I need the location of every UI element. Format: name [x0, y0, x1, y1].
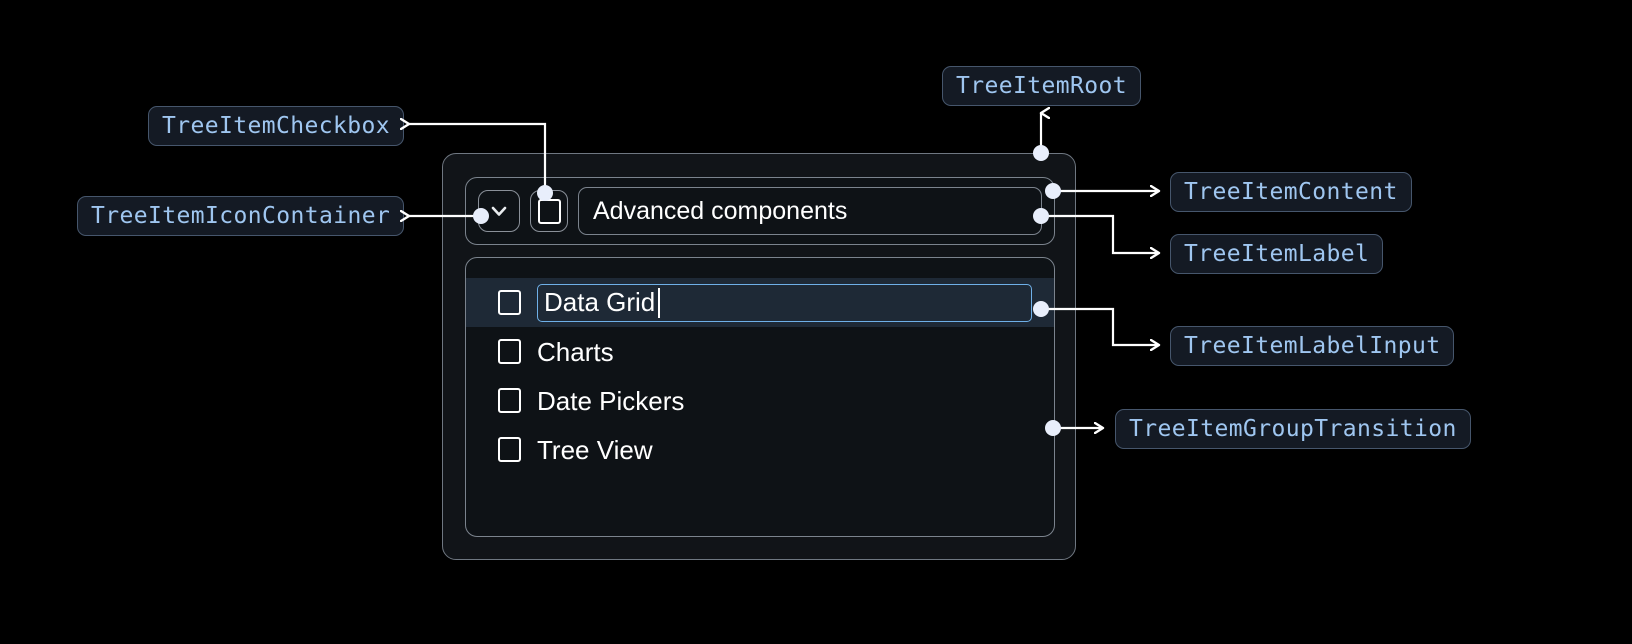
tree-item-checkbox[interactable] — [530, 190, 568, 232]
tree-item-label-input-value: Data Grid — [544, 287, 656, 317]
tree-item-row-charts[interactable]: Charts — [466, 327, 1054, 376]
tree-item-label[interactable]: Advanced components — [578, 187, 1042, 235]
chevron-down-icon — [486, 198, 512, 224]
annotation-tag-tree-item-label-input: TreeItemLabelInput — [1170, 326, 1455, 366]
tree-item-icon-container[interactable] — [478, 190, 520, 232]
checkbox-box-icon — [537, 198, 561, 224]
checkbox-box-icon[interactable] — [498, 290, 521, 315]
annotation-tag-tree-item-checkbox: TreeItemCheckbox — [148, 106, 404, 146]
checkbox-box-icon[interactable] — [498, 339, 521, 364]
tree-item-label-text: Charts — [537, 336, 614, 367]
annotation-tag-tree-item-label: TreeItemLabel — [1170, 234, 1384, 274]
annotation-label: TreeItemCheckbox — [162, 113, 390, 139]
annotation-label: TreeItemLabel — [1184, 241, 1370, 267]
tree-item-row-tree-view[interactable]: Tree View — [466, 425, 1054, 474]
annotation-tag-tree-item-icon-container: TreeItemIconContainer — [77, 196, 405, 236]
tree-item-row-date-pickers[interactable]: Date Pickers — [466, 376, 1054, 425]
tree-item-root[interactable]: Advanced components Data Grid Charts Dat… — [442, 153, 1076, 560]
tree-item-label-text: Advanced components — [593, 196, 848, 225]
annotation-label: TreeItemLabelInput — [1184, 333, 1441, 359]
tree-item-group-transition: Data Grid Charts Date Pickers Tree View — [465, 257, 1055, 537]
annotation-label: TreeItemIconContainer — [91, 203, 391, 229]
tree-item-label-text: Date Pickers — [537, 385, 685, 416]
tree-item-content[interactable]: Advanced components — [465, 177, 1055, 245]
checkbox-box-icon[interactable] — [498, 388, 521, 413]
annotation-tag-tree-item-group-transition: TreeItemGroupTransition — [1115, 409, 1471, 449]
tree-item-label-input[interactable]: Data Grid — [537, 283, 1032, 322]
annotation-label: TreeItemGroupTransition — [1129, 416, 1457, 442]
text-caret — [658, 287, 661, 318]
tree-item-row-data-grid[interactable]: Data Grid — [466, 278, 1054, 327]
annotation-label: TreeItemRoot — [956, 73, 1127, 99]
annotation-tag-tree-item-root: TreeItemRoot — [942, 66, 1141, 106]
annotation-label: TreeItemContent — [1184, 179, 1398, 205]
annotation-tag-tree-item-content: TreeItemContent — [1170, 172, 1412, 212]
checkbox-box-icon[interactable] — [498, 437, 521, 462]
tree-item-label-text: Tree View — [537, 434, 653, 465]
